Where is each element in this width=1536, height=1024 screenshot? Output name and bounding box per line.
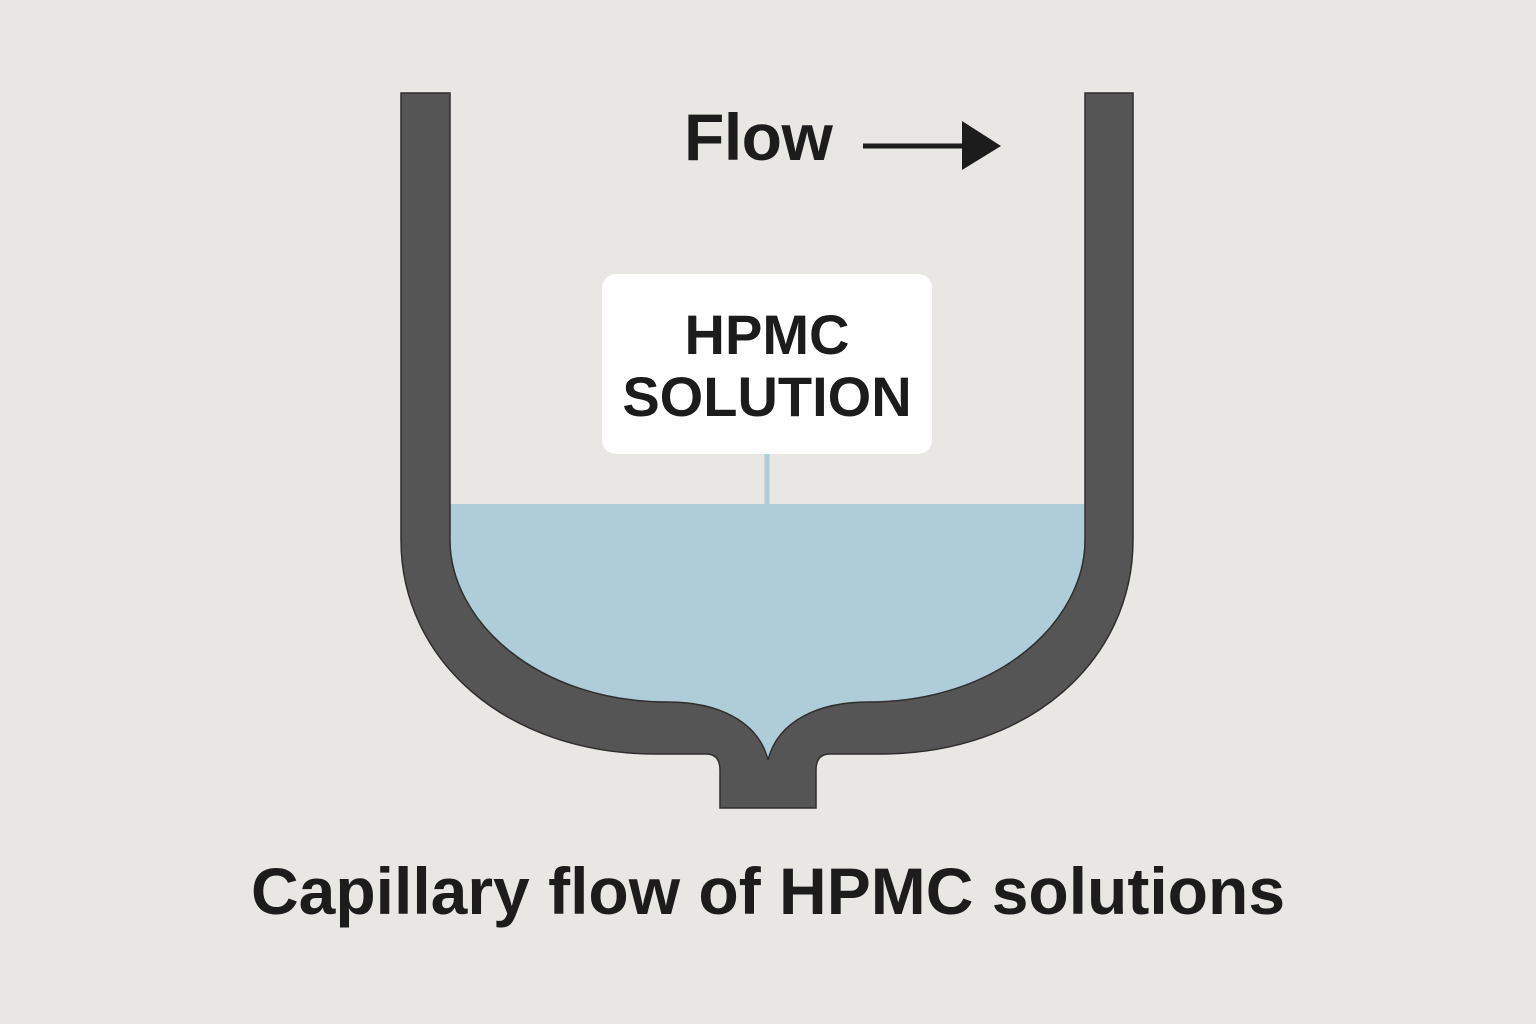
hpmc-solution-label: HPMC SOLUTION — [602, 274, 932, 454]
label-line-1: HPMC — [684, 303, 850, 366]
flow-label: Flow — [684, 100, 833, 174]
figure-caption: Capillary flow of HPMC solutions — [250, 854, 1286, 928]
arrow-right-icon — [863, 121, 1001, 170]
label-line-2: SOLUTION — [622, 365, 912, 428]
capillary-vessel-wall — [400, 92, 1134, 809]
